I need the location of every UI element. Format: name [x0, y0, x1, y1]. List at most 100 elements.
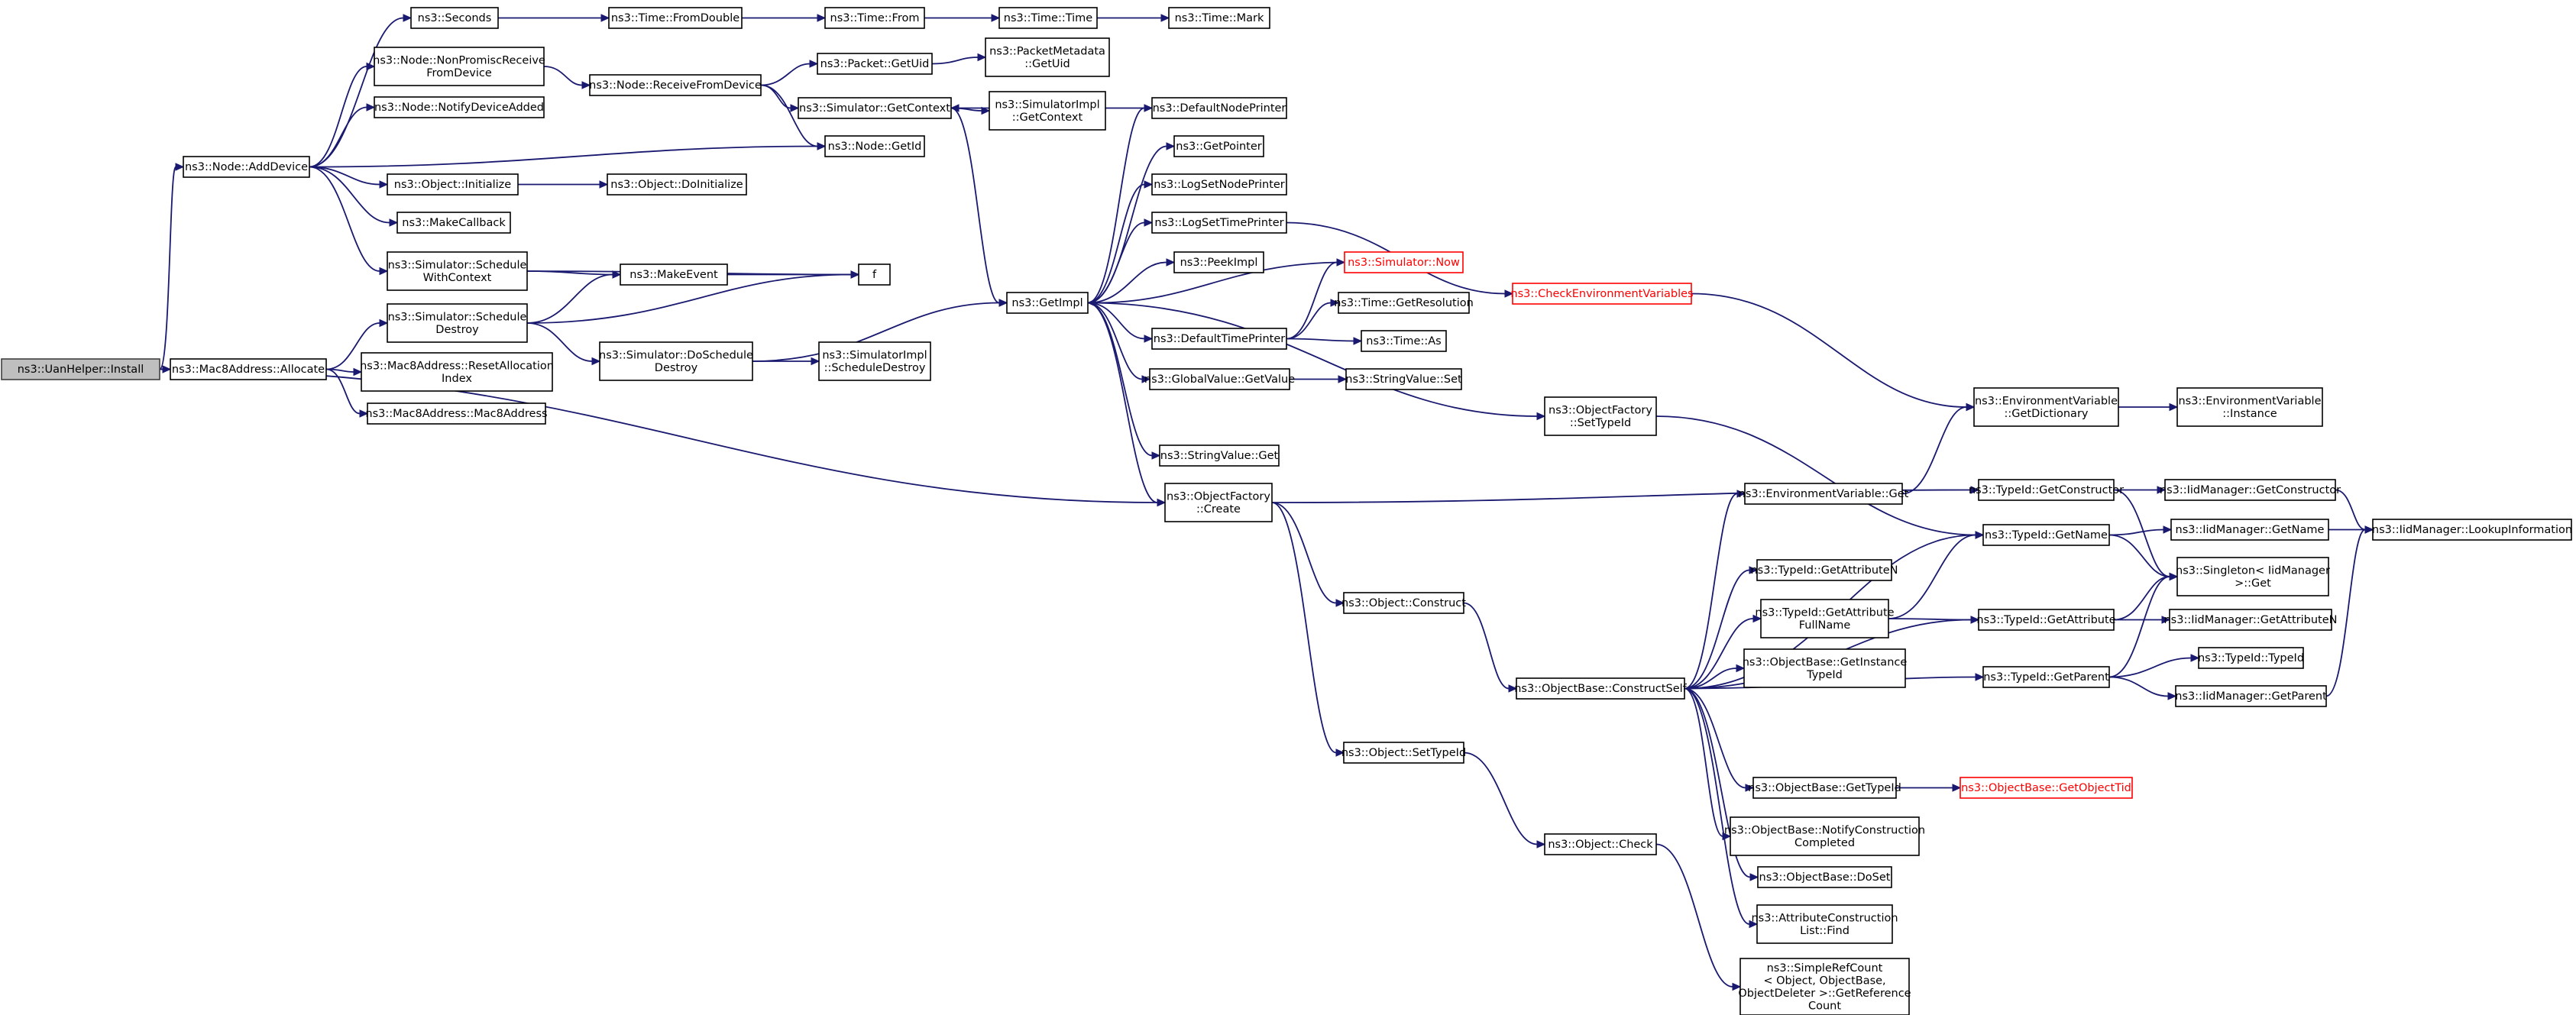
node-getPointer[interactable]: ns3::GetPointer — [1173, 135, 1264, 157]
node-box[interactable] — [824, 135, 925, 157]
node-box[interactable] — [1982, 666, 2110, 688]
node-box[interactable] — [599, 341, 753, 381]
node-simNow[interactable]: ns3::Simulator::Now — [1344, 251, 1464, 273]
node-obDoSet[interactable]: ns3::ObjectBase::DoSet — [1757, 866, 1892, 888]
node-box[interactable] — [1743, 648, 1906, 688]
node-allocate[interactable]: ns3::Mac8Address::Allocate — [170, 358, 327, 380]
node-box[interactable] — [1173, 251, 1264, 273]
node-peekImpl[interactable]: ns3::PeekImpl — [1173, 251, 1264, 273]
node-box[interactable] — [1344, 251, 1464, 273]
node-box[interactable] — [2372, 519, 2572, 541]
node-box[interactable] — [858, 263, 891, 286]
node-nodeGetId[interactable]: ns3::Node::GetId — [824, 135, 925, 157]
node-objFactCreate[interactable]: ns3::ObjectFactory::Create — [1164, 483, 1273, 522]
node-box[interactable] — [1960, 777, 2133, 799]
node-box[interactable] — [1151, 97, 1287, 119]
node-objDoInit[interactable]: ns3::Object::DoInitialize — [607, 173, 747, 196]
node-box[interactable] — [1544, 833, 1657, 855]
node-timeTime[interactable]: ns3::Time::Time — [998, 7, 1098, 29]
node-box[interactable] — [396, 212, 511, 234]
node-implGetCtx[interactable]: ns3::SimulatorImpl::GetContext — [989, 91, 1106, 131]
node-box[interactable] — [817, 53, 933, 75]
node-addDevice[interactable]: ns3::Node::AddDevice — [183, 156, 310, 178]
node-box[interactable] — [1338, 292, 1470, 314]
node-timeMark[interactable]: ns3::Time::Mark — [1168, 7, 1270, 29]
node-box[interactable] — [374, 47, 545, 86]
node-box[interactable] — [2175, 685, 2327, 707]
node-box[interactable] — [1756, 904, 1893, 944]
node-box[interactable] — [1752, 777, 1897, 799]
node-obGetTid[interactable]: ns3::ObjectBase::GetTypeId — [1748, 777, 1901, 799]
node-box[interactable] — [818, 341, 931, 381]
node-box[interactable] — [798, 97, 952, 119]
node-box[interactable] — [607, 173, 747, 196]
node-obConstructSelf[interactable]: ns3::ObjectBase::ConstructSelf — [1514, 677, 1688, 700]
node-tidTypeId[interactable]: ns3::TypeId::TypeId — [2198, 647, 2304, 669]
node-box[interactable] — [2176, 387, 2323, 427]
node-box[interactable] — [2176, 557, 2329, 596]
node-box[interactable] — [1978, 609, 2115, 631]
node-recvFromDev[interactable]: ns3::Node::ReceiveFromDevice — [589, 74, 762, 96]
node-root[interactable]: ns3::UanHelper::Install — [1, 358, 160, 380]
node-box[interactable] — [1756, 559, 1892, 581]
node-tidGetAttr[interactable]: ns3::TypeId::GetAttribute — [1976, 609, 2116, 631]
node-box[interactable] — [2198, 647, 2304, 669]
node-checkEnv[interactable]: ns3::CheckEnvironmentVariables — [1510, 283, 1694, 305]
node-timeGetRes[interactable]: ns3::Time::GetResolution — [1334, 292, 1474, 314]
node-defTimePrinter[interactable]: ns3::DefaultTimePrinter — [1151, 328, 1287, 350]
node-makeEvent[interactable]: ns3::MakeEvent — [620, 263, 728, 286]
node-box[interactable] — [824, 7, 925, 29]
node-envGetDict[interactable]: ns3::EnvironmentVariable::GetDictionary — [1973, 387, 2119, 427]
node-gvGetValue[interactable]: ns3::GlobalValue::GetValue — [1144, 368, 1295, 390]
node-timeFrom[interactable]: ns3::Time::From — [824, 7, 925, 29]
node-seconds[interactable]: ns3::Seconds — [410, 7, 499, 29]
node-objCheck[interactable]: ns3::Object::Check — [1544, 833, 1657, 855]
node-box[interactable] — [1168, 7, 1270, 29]
node-box[interactable] — [1164, 483, 1273, 522]
node-singletonGet[interactable]: ns3::Singleton< IidManager>::Get — [2176, 557, 2330, 596]
node-box[interactable] — [2164, 479, 2336, 501]
node-box[interactable] — [1343, 592, 1464, 614]
node-iidGetAttrN[interactable]: ns3::IidManager::GetAttributeN — [2163, 609, 2338, 631]
node-box[interactable] — [1151, 173, 1287, 196]
node-box[interactable] — [387, 173, 519, 196]
node-tidGetParent[interactable]: ns3::TypeId::GetParent — [1982, 666, 2110, 688]
node-schedDestroy[interactable]: ns3::Simulator::ScheduleDestroy — [387, 303, 528, 343]
node-box[interactable] — [183, 156, 310, 178]
node-logSetTime[interactable]: ns3::LogSetTimePrinter — [1151, 212, 1287, 234]
node-box[interactable] — [1739, 958, 1910, 1015]
node-box[interactable] — [589, 74, 762, 96]
node-envGet[interactable]: ns3::EnvironmentVariable::Get — [1739, 483, 1909, 505]
node-getImpl[interactable]: ns3::GetImpl — [1006, 292, 1089, 314]
node-timeAs[interactable]: ns3::Time::As — [1361, 330, 1447, 352]
node-box[interactable] — [998, 7, 1098, 29]
node-box[interactable] — [1151, 328, 1287, 350]
node-iidGetName[interactable]: ns3::IidManager::GetName — [2170, 519, 2329, 541]
node-logSetNode[interactable]: ns3::LogSetNodePrinter — [1151, 173, 1287, 196]
node-objConstruct[interactable]: ns3::Object::Construct — [1341, 592, 1466, 614]
node-objSetTid[interactable]: ns3::Object::SetTypeId — [1341, 742, 1466, 764]
node-box[interactable] — [1757, 866, 1892, 888]
node-svSet[interactable]: ns3::StringValue::Set — [1345, 368, 1462, 390]
node-box[interactable] — [1345, 368, 1462, 390]
node-makeCallback[interactable]: ns3::MakeCallback — [396, 212, 511, 234]
node-objInit[interactable]: ns3::Object::Initialize — [387, 173, 519, 196]
node-box[interactable] — [374, 96, 545, 118]
node-box[interactable] — [985, 37, 1110, 77]
node-f[interactable]: f — [858, 263, 891, 286]
node-box[interactable] — [1730, 816, 1920, 856]
node-iidGetCtor[interactable]: ns3::IidManager::GetConstructor — [2160, 479, 2341, 501]
node-obNotifyConstr[interactable]: ns3::ObjectBase::NotifyConstructionCompl… — [1724, 816, 1925, 856]
node-objFactSetTid[interactable]: ns3::ObjectFactory::SetTypeId — [1544, 396, 1657, 436]
node-notifyAdded[interactable]: ns3::Node::NotifyDeviceAdded — [374, 96, 545, 118]
node-box[interactable] — [608, 7, 743, 29]
node-box[interactable] — [367, 402, 546, 425]
node-box[interactable] — [170, 358, 327, 380]
node-svGet[interactable]: ns3::StringValue::Get — [1159, 444, 1280, 467]
node-box[interactable] — [1173, 135, 1264, 157]
node-box[interactable] — [1151, 212, 1287, 234]
node-pktGetUid[interactable]: ns3::Packet::GetUid — [817, 53, 933, 75]
